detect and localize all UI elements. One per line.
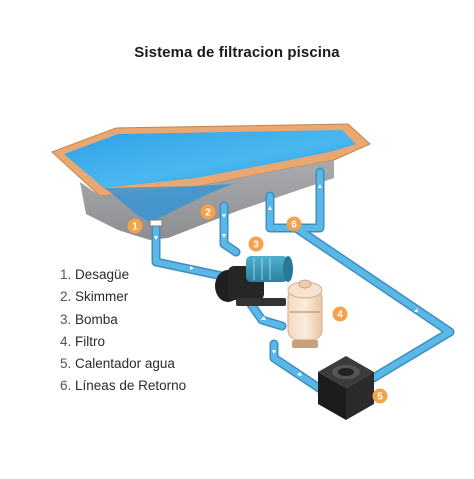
markers: 1 2 3 4 5 6 [127,204,388,404]
arrow-icon [222,234,226,238]
arrow-icon [261,316,266,320]
legend-item: 6. Líneas de Retorno [60,375,186,397]
legend-number: 6. [60,378,72,394]
legend-label: Líneas de Retorno [75,378,187,394]
legend: 1. Desagüe 2. Skimmer 3. Bomba 4. Filtro… [60,264,186,398]
legend-label: Bomba [75,311,118,327]
arrow-icon [384,360,388,366]
pool [51,123,371,240]
pool-water [64,130,356,188]
arrow-icon [297,372,302,376]
marker-6-label: 6 [291,220,297,231]
arrow-icon [154,236,158,240]
marker-4-label: 4 [337,310,343,321]
arrow-icon [272,350,276,354]
arrow-icon [222,214,226,218]
legend-label: Desagüe [75,267,130,282]
legend-number: 3. [60,311,72,327]
marker-6: 6 [286,216,302,232]
filter [287,279,323,348]
diagram-title: Sistema de filtracion piscina [134,44,340,61]
legend-label: Calentador agua [75,356,175,372]
marker-5-label: 5 [377,392,383,403]
arrow-icon [318,184,322,188]
marker-5: 5 [372,388,388,404]
pipe-filter-heater [271,341,325,393]
arrow-icon [268,206,272,210]
marker-1-label: 1 [132,222,138,233]
pipe-skimmer [221,203,239,255]
pump [215,256,293,306]
marker-1: 1 [127,218,143,234]
legend-item: 2. Skimmer [60,286,186,308]
drain-fitting [149,219,163,227]
flow-arrows [154,184,418,376]
pool-wall [80,160,334,240]
legend-number: 2. [60,289,72,305]
arrow-icon [190,266,194,270]
pool-water-depth [104,184,232,222]
legend-item: 5. Calentador agua [60,353,186,375]
legend-number: 1. [60,267,72,282]
legend-item: 1. Desagüe [60,264,186,286]
marker-2-label: 2 [205,208,211,219]
legend-item: 4. Filtro [60,331,186,353]
marker-4: 4 [332,306,348,322]
marker-2: 2 [200,204,216,220]
legend-label: Skimmer [75,289,129,305]
arrow-icon [414,308,418,312]
legend-number: 5. [60,356,72,372]
legend-item: 3. Bomba [60,309,186,331]
legend-number: 4. [60,333,72,349]
marker-3-label: 3 [253,240,259,251]
legend-label: Filtro [75,333,106,349]
marker-3: 3 [248,236,264,252]
heater [318,356,374,420]
